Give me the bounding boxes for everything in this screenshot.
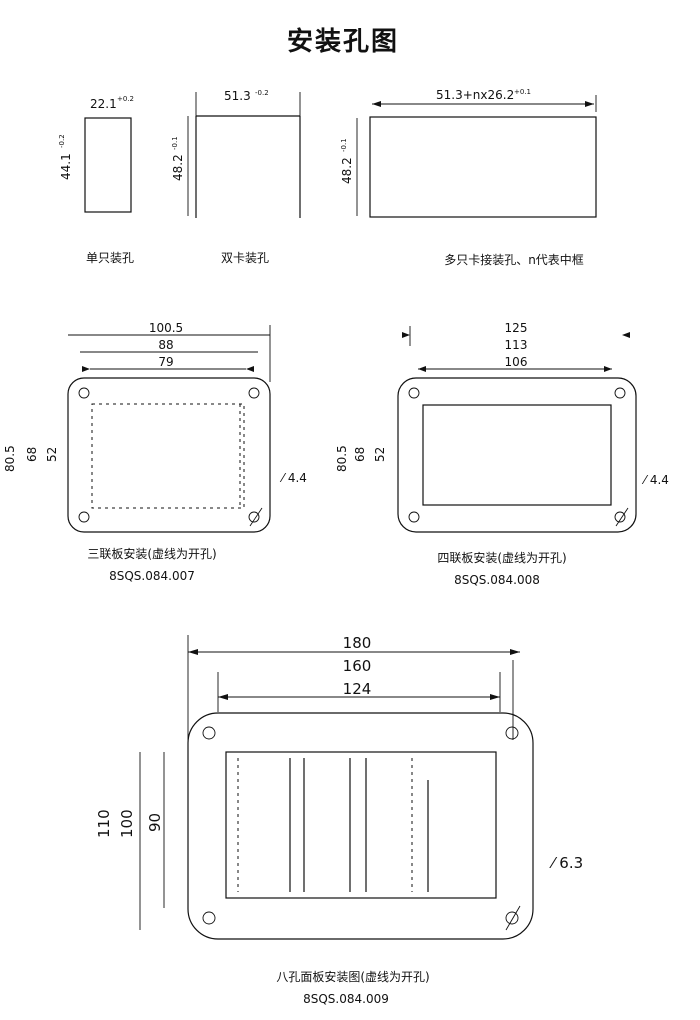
- multi-arrow-right: [585, 101, 594, 107]
- panel8-width-1: 180: [343, 634, 372, 652]
- panel3-outline: [67, 377, 271, 533]
- multi-caption: 多只卡接装孔、n代表中框: [444, 252, 584, 267]
- panel8-height-2: 100: [118, 809, 136, 838]
- multi-hole-cutout: [369, 116, 597, 218]
- panel8-outline: [187, 712, 534, 940]
- single-hole-diagram: 22.1 +0.2 44.1 -0.2 单只装孔: [58, 95, 134, 265]
- panel4-hole-dim: ⁄ 4.4: [641, 473, 669, 487]
- panel4-arrow-outer-right: [622, 332, 630, 338]
- panel8-cutout: [225, 751, 497, 899]
- panel3-mount-hole: [78, 511, 90, 523]
- panel8-mount-hole: [202, 911, 216, 925]
- panel8-width-3: 124: [343, 680, 372, 698]
- panel3-width-1: 100.5: [149, 321, 183, 335]
- panel3-height-3: 52: [45, 447, 59, 462]
- panel8-code: 8SQS.084.009: [303, 992, 389, 1006]
- panel8-diagram: 180 160 124 110 100 90 ⁄ 6.3 八孔面板安装图(虚线为…: [95, 634, 583, 1006]
- multi-height-tol: -0.1: [340, 138, 348, 152]
- single-height-tol: -0.2: [58, 134, 66, 148]
- panel4-mount-hole: [614, 511, 626, 523]
- single-hole-cutout: [84, 117, 132, 213]
- panel3-mount-hole: [248, 387, 260, 399]
- panel3-mount-hole: [248, 511, 260, 523]
- single-width-tol: +0.2: [117, 95, 134, 103]
- panel4-height-1: 80.5: [335, 445, 349, 472]
- panel4-arrow-right: [604, 366, 612, 372]
- panel4-code: 8SQS.084.008: [454, 573, 540, 587]
- single-width-label: 22.1: [90, 97, 117, 111]
- panel3-hole-dim: ⁄ 4.4: [279, 471, 307, 485]
- double-height-tol: -0.1: [171, 136, 179, 150]
- panel4-diagram: 125 113 106 80.5 68 52 ⁄ 4.4 四联板安装(虚线为开孔…: [335, 321, 669, 587]
- panel8-height-3: 90: [146, 813, 164, 832]
- panel4-cutout: [422, 404, 612, 506]
- multi-height-label: 48.2: [340, 157, 354, 184]
- page-title: 安装孔图: [287, 27, 399, 57]
- panel8-caption: 八孔面板安装图(虚线为开孔): [276, 969, 429, 984]
- double-width-tol: -0.2: [255, 89, 269, 97]
- panel8-arrow: [218, 694, 228, 700]
- panel3-height-1: 80.5: [3, 445, 17, 472]
- panel3-width-3: 79: [158, 355, 173, 369]
- panel8-hole-dim: ⁄ 6.3: [549, 854, 583, 872]
- panel3-cutout: [91, 403, 245, 509]
- multi-width-label: 51.3+nx26.2: [436, 88, 514, 102]
- panel4-width-3: 106: [505, 355, 528, 369]
- panel3-width-2: 88: [158, 338, 173, 352]
- panel4-mount-hole: [614, 387, 626, 399]
- panel3-code: 8SQS.084.007: [109, 569, 195, 583]
- panel4-hole-leader: [615, 507, 629, 527]
- panel3-arrow-left: [82, 366, 90, 372]
- multi-width-tol: +0.1: [514, 88, 531, 96]
- single-height-label: 44.1: [59, 153, 73, 180]
- panel4-width-1: 125: [505, 321, 528, 335]
- panel8-width-2: 160: [343, 657, 372, 675]
- panel8-arrow: [510, 649, 520, 655]
- panel4-arrow-outer-left: [402, 332, 410, 338]
- double-caption: 双卡装孔: [221, 251, 269, 265]
- panel8-arrow: [188, 649, 198, 655]
- panel4-height-2: 68: [353, 447, 367, 462]
- panel3-arrow-right: [246, 366, 254, 372]
- panel4-arrow-left: [418, 366, 426, 372]
- double-width-label: 51.3: [224, 89, 251, 103]
- panel4-outline: [397, 377, 637, 533]
- panel8-hole-leader: [505, 905, 521, 931]
- panel4-mount-hole: [408, 511, 420, 523]
- panel4-caption: 四联板安装(虚线为开孔): [437, 550, 566, 565]
- multi-arrow-left: [372, 101, 381, 107]
- panel4-height-3: 52: [373, 447, 387, 462]
- panel8-mount-hole: [202, 726, 216, 740]
- panel3-mount-hole: [78, 387, 90, 399]
- multi-hole-diagram: 51.3+nx26.2 +0.1 48.2 -0.1 多只卡接装孔、n代表中框: [340, 88, 597, 267]
- panel3-caption: 三联板安装(虚线为开孔): [87, 546, 216, 561]
- double-hole-diagram: 51.3 -0.2 48.2 -0.1 双卡装孔: [171, 89, 301, 265]
- panel8-mount-hole: [505, 726, 519, 740]
- panel8-height-1: 110: [95, 809, 113, 838]
- panel3-hole-leader: [249, 507, 263, 527]
- panel4-width-2: 113: [505, 338, 528, 352]
- single-caption: 单只装孔: [86, 251, 134, 265]
- panel8-arrow: [490, 694, 500, 700]
- panel3-diagram: 100.5 88 79 80.5 68 52 ⁄ 4.4 三联板安装(虚线为开孔…: [3, 321, 307, 583]
- panel8-mount-hole: [505, 911, 519, 925]
- double-height-label: 48.2: [171, 154, 185, 181]
- panel3-height-2: 68: [25, 447, 39, 462]
- panel4-mount-hole: [408, 387, 420, 399]
